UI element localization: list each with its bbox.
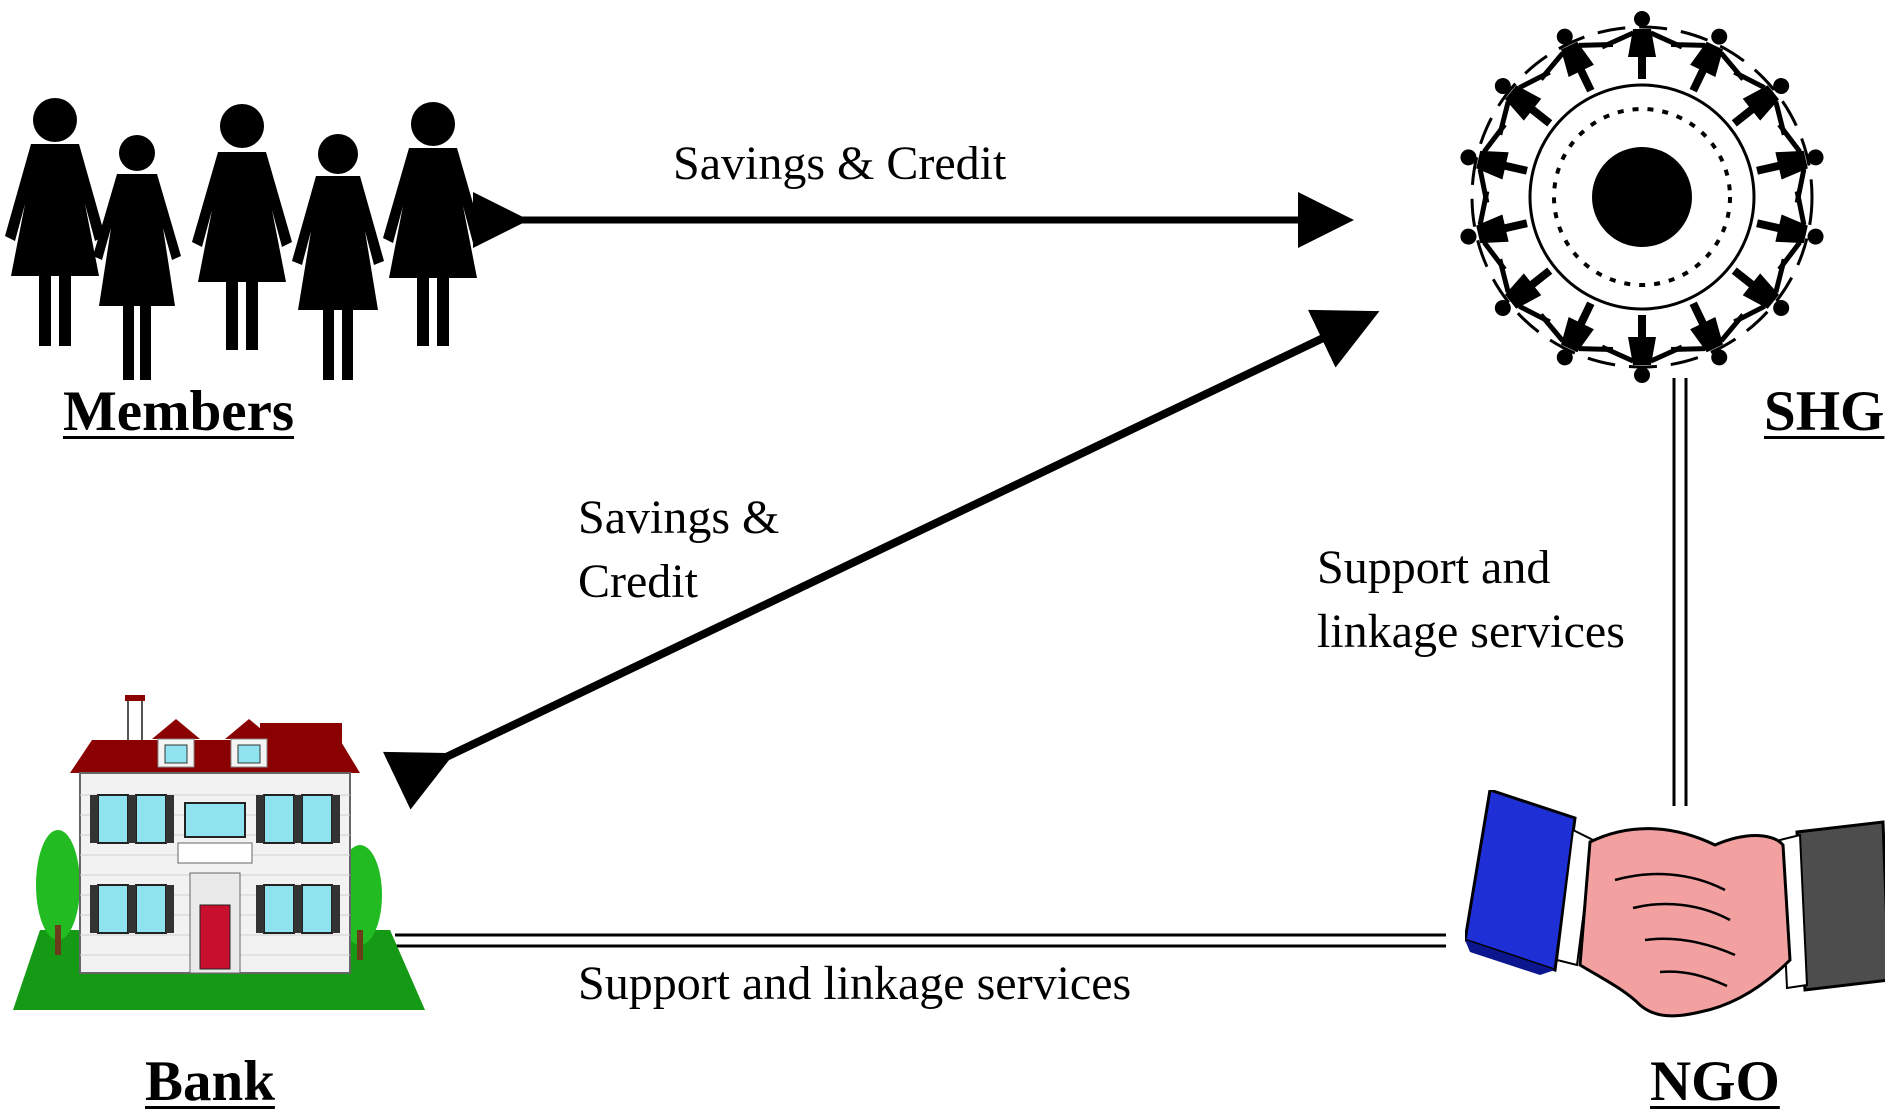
- shg-figure: [1600, 315, 1684, 383]
- edge-label-line: Savings & Credit: [673, 137, 1007, 190]
- shg-figure: [1756, 123, 1824, 204]
- members-label: Members: [63, 380, 295, 443]
- bank-building-icon: [13, 695, 425, 1010]
- bank-label: Bank: [145, 1050, 275, 1113]
- edge-label-line: Savings &: [578, 491, 780, 544]
- shg-figure: [1494, 258, 1553, 325]
- shg-figure: [1538, 28, 1614, 93]
- edge-label-line: Support and linkage services: [578, 957, 1132, 1010]
- handshake-icon: [1465, 790, 1885, 1018]
- edge-label-line: Credit: [578, 555, 698, 608]
- shg-figure: [1460, 123, 1528, 204]
- shg-figure: [1731, 69, 1790, 136]
- edge-label-line: Support and: [1317, 541, 1551, 594]
- arrow-shg-bank: [382, 309, 1380, 810]
- edge-label-shg-bank: Savings & Credit: [578, 486, 779, 614]
- double-line-bank-ngo: [395, 933, 1446, 948]
- shg-figure: [1538, 301, 1614, 366]
- shg-figure: [1494, 69, 1553, 136]
- ngo-label: NGO: [1650, 1050, 1780, 1113]
- edge-label-shg-ngo: Support and linkage services: [1317, 536, 1625, 664]
- shg-figure: [1756, 190, 1824, 271]
- edge-label-members-shg: Savings & Credit: [673, 132, 1006, 196]
- shg-figure: [1600, 11, 1684, 79]
- shg-figure: [1460, 190, 1528, 271]
- edge-label-bank-ngo: Support and linkage services: [578, 952, 1131, 1016]
- shg-circle-of-people-icon: [1460, 11, 1824, 383]
- women-group-icon: [5, 98, 483, 380]
- double-line-shg-ngo: [1672, 378, 1688, 806]
- shg-figure: [1670, 301, 1746, 366]
- shg-figure: [1731, 258, 1790, 325]
- shg-label: SHG: [1764, 380, 1885, 443]
- edge-label-line: linkage services: [1317, 605, 1625, 658]
